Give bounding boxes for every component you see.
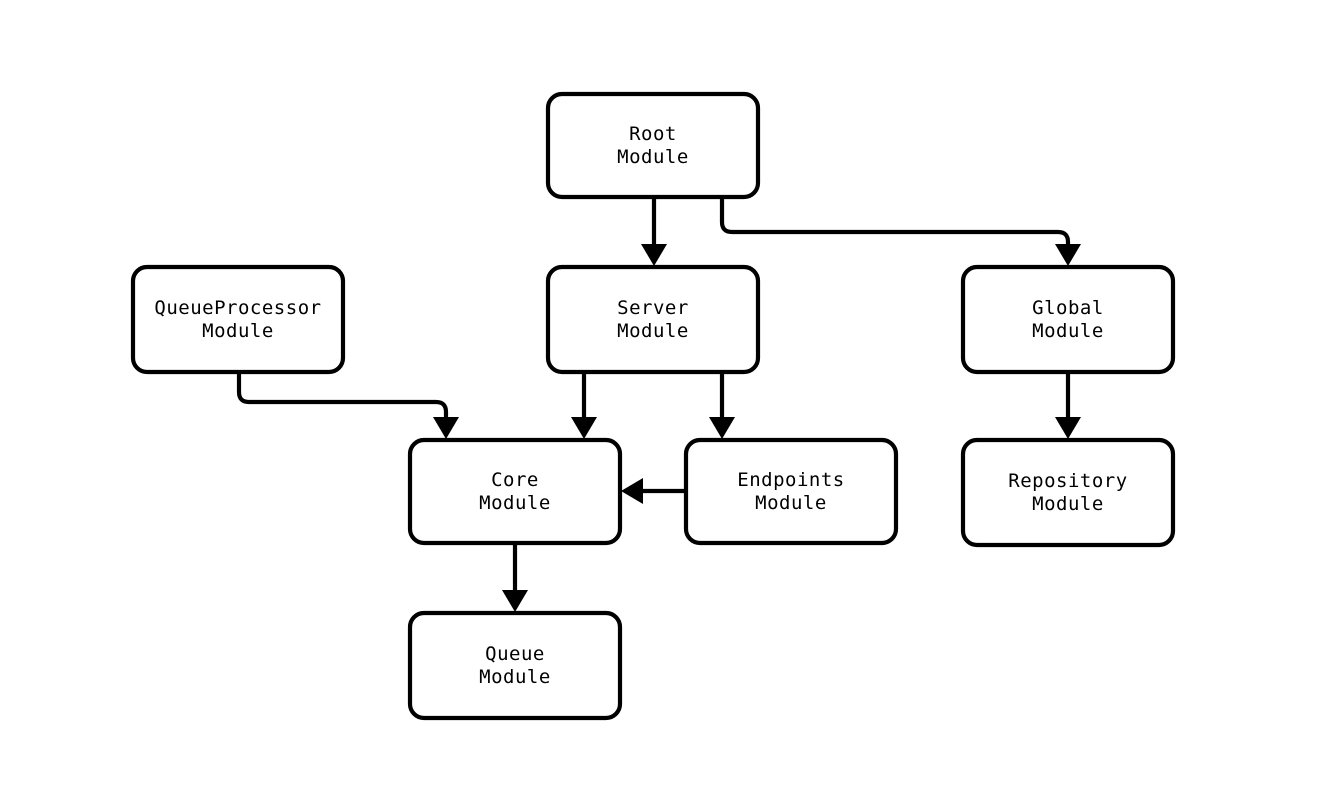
arrowhead-icon bbox=[571, 417, 597, 439]
edge-server-to-endpoints: Server Module -> Endpoints Module bbox=[709, 372, 735, 439]
node-label-line2: Module bbox=[479, 666, 551, 688]
edge-core-to-queue: Core Module -> Queue Module bbox=[502, 543, 528, 612]
arrowhead-icon bbox=[621, 478, 643, 504]
node-label-line1: Endpoints bbox=[737, 469, 844, 491]
node-label-line2: Module bbox=[479, 492, 551, 514]
arrowhead-icon bbox=[433, 417, 459, 439]
edge-line bbox=[719, 197, 1071, 256]
node-box[interactable] bbox=[545, 91, 761, 200]
node-box[interactable] bbox=[683, 437, 899, 546]
edge-server-to-core: Server Module -> Core Module bbox=[571, 372, 597, 439]
node-label-line1: Repository bbox=[1008, 470, 1127, 492]
node-label-line2: Module bbox=[202, 320, 274, 342]
node-box[interactable] bbox=[407, 437, 623, 546]
node-label-line1: Server bbox=[617, 297, 689, 319]
arrowhead-icon bbox=[641, 244, 667, 266]
arrowhead-icon bbox=[709, 417, 735, 439]
arrowhead-icon bbox=[1055, 417, 1081, 439]
nodes-layer: RootModuleQueueProcessorModuleServerModu… bbox=[130, 91, 1176, 721]
node-label-line1: Queue bbox=[485, 643, 545, 665]
edge-global-to-repository: Global Module -> Repository Module bbox=[1055, 372, 1081, 439]
node-box[interactable] bbox=[960, 437, 1176, 548]
edge-endpoints-to-core: Endpoints Module -> Core Module bbox=[621, 478, 686, 504]
node-label-line1: Core bbox=[491, 469, 539, 491]
node-label-line2: Module bbox=[1032, 320, 1104, 342]
node-box[interactable] bbox=[130, 264, 346, 375]
node-label-line1: Root bbox=[629, 123, 677, 145]
node-box[interactable] bbox=[545, 264, 761, 375]
edge-root-to-server: Root Module -> Server Module bbox=[641, 197, 667, 266]
node-label-line2: Module bbox=[1032, 493, 1104, 515]
edge-root-to-global: Root Module -> Global Module bbox=[719, 197, 1081, 266]
arrowhead-icon bbox=[502, 590, 528, 612]
edges-layer: Root Module -> Server Module Root Module … bbox=[236, 197, 1081, 612]
node-label-line2: Module bbox=[755, 492, 827, 514]
arrowhead-icon bbox=[1055, 244, 1081, 266]
node-box[interactable] bbox=[960, 264, 1176, 375]
node-label-line2: Module bbox=[617, 320, 689, 342]
edge-queueprocessor-to-core: QueueProcessor Module -> Core Module bbox=[236, 372, 459, 439]
node-label-line2: Module bbox=[617, 146, 689, 168]
node-label-line1: QueueProcessor bbox=[154, 297, 321, 319]
node-box[interactable] bbox=[407, 610, 623, 721]
edge-line bbox=[236, 372, 449, 429]
node-label-line1: Global bbox=[1032, 297, 1104, 319]
